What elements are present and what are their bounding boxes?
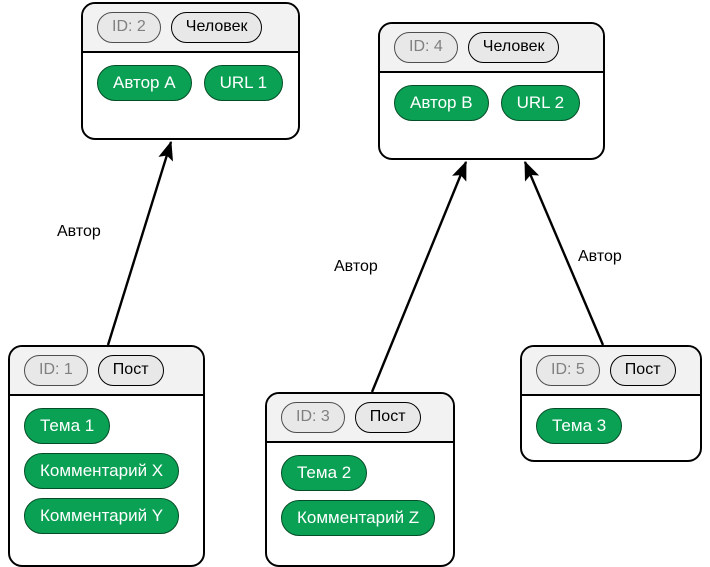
- node-id-chip: ID: 1: [24, 355, 88, 386]
- node-header: ID: 1 Пост: [10, 347, 203, 396]
- node-id-chip: ID: 5: [536, 355, 600, 386]
- property-pill[interactable]: Тема 2: [281, 455, 368, 491]
- node-properties: Автор B URL 2: [380, 73, 603, 135]
- node-type-chip: Пост: [609, 355, 676, 386]
- node-header: ID: 4 Человек: [380, 24, 603, 73]
- node-header: ID: 2 Человек: [83, 4, 298, 53]
- property-pill[interactable]: URL 2: [500, 85, 581, 121]
- node-id-chip: ID: 2: [97, 12, 161, 43]
- property-pill[interactable]: URL 1: [203, 65, 284, 101]
- property-pill[interactable]: Автор B: [394, 85, 489, 121]
- node-properties: Автор A URL 1: [83, 53, 298, 115]
- node-header: ID: 3 Пост: [267, 394, 453, 443]
- node-post-5[interactable]: ID: 5 Пост Тема 3: [520, 345, 702, 462]
- edge-label-author: Автор: [334, 258, 378, 275]
- node-type-chip: Человек: [467, 32, 560, 63]
- node-id-chip: ID: 4: [394, 32, 458, 63]
- edge-label-author: Автор: [57, 223, 101, 240]
- property-pill[interactable]: Комментарий Z: [281, 500, 436, 536]
- node-type-chip: Человек: [170, 12, 263, 43]
- node-properties: Тема 2 Комментарий Z: [267, 443, 453, 550]
- node-person-4[interactable]: ID: 4 Человек Автор B URL 2: [378, 22, 605, 160]
- node-type-chip: Пост: [97, 355, 164, 386]
- node-properties: Тема 1 Комментарий X Комментарий Y: [10, 396, 203, 548]
- node-properties: Тема 3: [522, 396, 700, 458]
- node-post-3[interactable]: ID: 3 Пост Тема 2 Комментарий Z: [265, 392, 455, 567]
- node-type-chip: Пост: [354, 402, 421, 433]
- node-person-2[interactable]: ID: 2 Человек Автор A URL 1: [81, 2, 300, 140]
- property-pill[interactable]: Автор A: [97, 65, 192, 101]
- edge-post1-to-person2: [106, 140, 173, 346]
- node-header: ID: 5 Пост: [522, 347, 700, 396]
- edge-post3-to-person4: [370, 160, 468, 393]
- property-pill[interactable]: Тема 3: [536, 408, 623, 444]
- node-post-1[interactable]: ID: 1 Пост Тема 1 Комментарий X Коммента…: [8, 345, 205, 567]
- property-pill[interactable]: Комментарий Y: [24, 498, 180, 534]
- property-pill[interactable]: Тема 1: [24, 408, 111, 444]
- node-id-chip: ID: 3: [281, 402, 345, 433]
- edge-label-author: Автор: [578, 248, 622, 265]
- property-pill[interactable]: Комментарий X: [24, 453, 180, 489]
